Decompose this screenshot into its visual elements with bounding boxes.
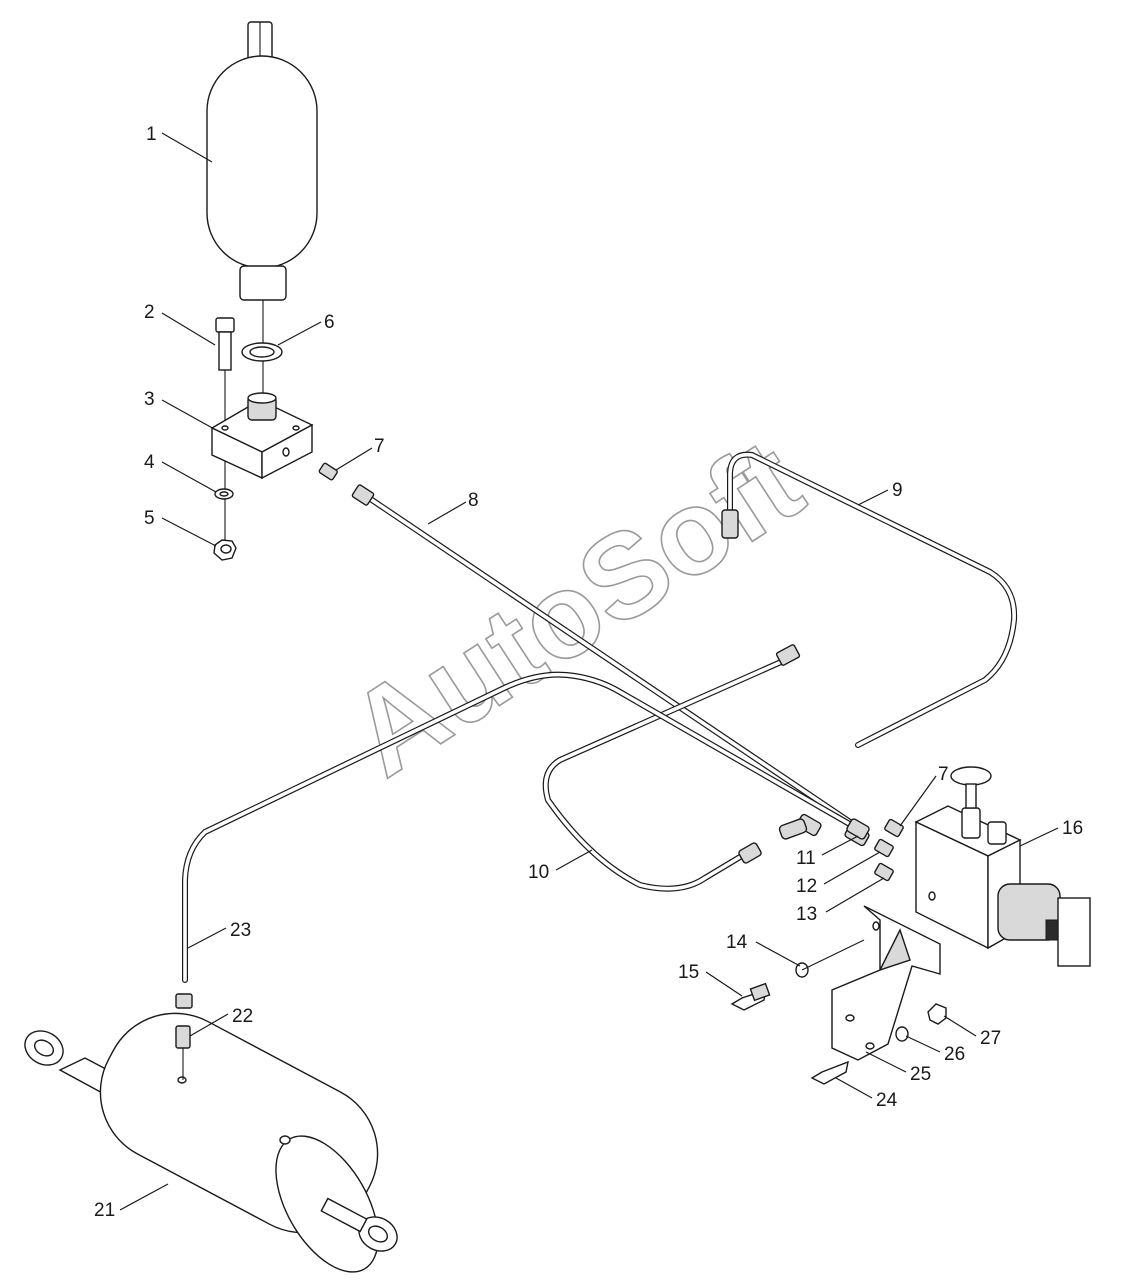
- pipe-10-valve-nut: [846, 818, 870, 840]
- callouts: 1 2 3 4 5 6 7 7 8 9 10 11 12 13 14 15 16…: [94, 124, 1083, 1221]
- bolt-24: [810, 1060, 849, 1085]
- callout-21: 21: [94, 1200, 115, 1221]
- callout-27: 27: [980, 1028, 1001, 1049]
- callout-6: 6: [324, 312, 335, 333]
- accumulator: [206, 21, 318, 398]
- pipe-23-end-nut-lower: [175, 993, 193, 1009]
- callout-2: 2: [144, 302, 155, 323]
- callout-15: 15: [678, 962, 699, 983]
- callout-22: 22: [232, 1006, 253, 1027]
- pipe-8-end-nut: [351, 484, 375, 506]
- callout-25: 25: [910, 1064, 931, 1085]
- callout-7b: 7: [938, 764, 949, 785]
- callout-24: 24: [876, 1090, 898, 1111]
- pipe-8: [369, 497, 853, 825]
- callout-4: 4: [144, 452, 155, 473]
- washer-14: [795, 939, 865, 978]
- callout-5: 5: [144, 508, 155, 529]
- manifold-block: [210, 392, 314, 480]
- nut: [213, 539, 237, 561]
- washer-26: [895, 1026, 909, 1042]
- nut-27: [927, 1003, 947, 1025]
- callout-9: 9: [892, 480, 903, 501]
- callout-8: 8: [468, 490, 479, 511]
- callout-11: 11: [796, 848, 816, 869]
- callout-23: 23: [230, 920, 251, 941]
- fitting-22: [175, 1025, 191, 1080]
- pipe-23-end-nut: [775, 644, 801, 666]
- pipe-23: [182, 671, 863, 983]
- elbow-fitting-11: [778, 818, 808, 840]
- callout-14: 14: [726, 932, 748, 953]
- control-valve: [914, 766, 1091, 967]
- adapter-fitting-12: [874, 838, 894, 858]
- hydraulic-cylinder: [24, 1012, 398, 1273]
- callout-1: 1: [146, 124, 157, 145]
- mounting-bracket: [831, 905, 941, 1061]
- callout-3: 3: [144, 389, 155, 410]
- adapter-fitting-13: [874, 862, 894, 882]
- pipe-9: [727, 451, 1018, 748]
- callout-10: 10: [528, 862, 549, 883]
- callout-13: 13: [796, 904, 817, 925]
- leader-lines: [119, 132, 1059, 1211]
- callout-12: 12: [796, 876, 817, 897]
- pipe-9-end-fitting: [721, 509, 739, 539]
- callout-7a: 7: [374, 436, 385, 457]
- pipe-10-end-nut: [738, 842, 762, 864]
- washer: [214, 488, 234, 500]
- pipe-10: [542, 655, 793, 892]
- watermark: AutoSoft: [326, 414, 824, 802]
- callout-26: 26: [944, 1044, 965, 1065]
- o-ring: [241, 342, 283, 362]
- callout-16: 16: [1062, 818, 1083, 839]
- adapter-fitting-7b: [884, 818, 904, 838]
- bolt-15: [730, 982, 771, 1011]
- adapter-fitting-7a: [318, 462, 338, 481]
